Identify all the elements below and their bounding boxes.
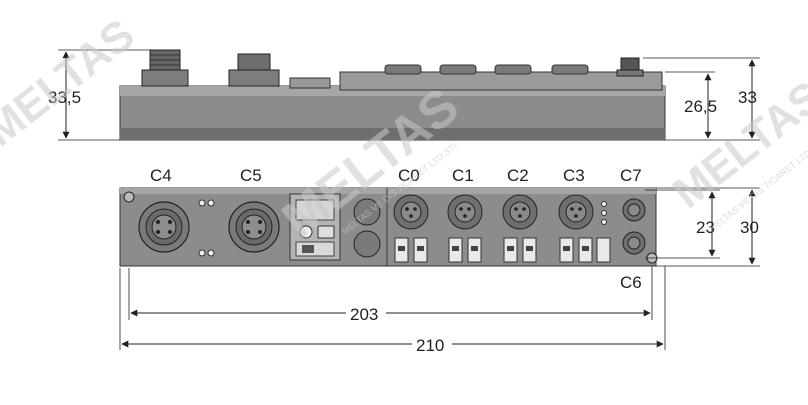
front-switch-block [289,193,341,261]
front-connector-c2 [502,194,538,263]
label-c0: C0 [398,166,420,185]
side-connector-c4 [141,49,189,87]
front-connector-c1 [447,194,483,263]
dim-front-inner: 23 [696,218,715,237]
label-c2: C2 [507,166,529,185]
label-c3: C3 [563,166,585,185]
front-dimension-lines [119,187,760,350]
side-dimension-lines [58,49,760,141]
label-c6: C6 [620,273,642,292]
svg-text:MELTAS: MELTAS [664,72,808,218]
front-connector-c7 [622,198,646,222]
dim-side-total: 33 [738,88,757,107]
side-connector-bumps [384,64,589,75]
front-connector-c5 [228,201,280,253]
front-connector-c3 [558,194,594,263]
front-connector-c0 [393,194,429,263]
label-c7: C7 [620,166,642,185]
label-c1: C1 [452,166,474,185]
label-c4: C4 [150,166,172,185]
watermark-right: MELTAS [664,72,808,218]
dim-side-inner: 26,5 [684,97,717,116]
front-view [119,187,658,267]
side-connector-c5 [228,53,280,87]
front-connector-c4 [138,201,190,253]
side-view [119,49,666,141]
front-connector-c6 [622,231,646,255]
dim-width-inner: 203 [350,305,378,324]
label-c5: C5 [240,166,262,185]
front-leds-left [198,199,215,257]
dim-width-total: 210 [416,336,444,355]
dim-front-total: 30 [740,218,759,237]
dim-side-left: 33,5 [48,88,81,107]
front-leds-right [596,201,611,263]
